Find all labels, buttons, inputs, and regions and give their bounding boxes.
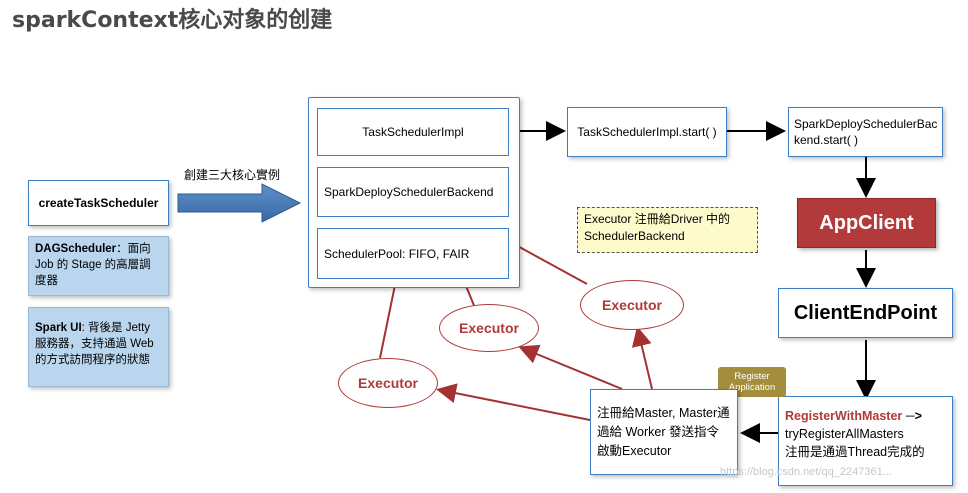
register-with-master-box: RegisterWithMaster ─> tryRegisterAllMast… [778, 396, 953, 486]
backend-label: SparkDeploySchedulerBackend [324, 185, 494, 199]
register-line3: 注冊是通過Thread完成的 [785, 445, 925, 459]
create-task-scheduler-box: createTaskScheduler [28, 180, 169, 226]
watermark: https://blog.csdn.net/qq_2247361... [720, 466, 892, 478]
page-title: sparkContext核心对象的创建 [12, 8, 333, 33]
master-label: 注冊給Master, Master通過給 Worker 發送指令啟動Execut… [597, 405, 730, 458]
spark-ui-title: Spark UI [35, 322, 82, 334]
executor-ellipse-2: Executor [439, 304, 539, 352]
dag-scheduler-title: DAGScheduler [35, 243, 117, 255]
arrow-master-to-executor2 [518, 344, 623, 390]
arrow-label: 創建三大核心實例 [184, 168, 281, 182]
task-scheduler-impl-label: TaskSchedulerImpl [362, 125, 464, 139]
executor-register-note: Executor 注冊給Driver 中的 SchedulerBackend [577, 207, 758, 253]
scheduler-pool-label: SchedulerPool: FIFO, FAIR [324, 246, 470, 261]
note-line1: Executor 注冊給Driver 中的 [584, 212, 731, 226]
register-with-master-title: RegisterWithMaster [785, 409, 903, 423]
executor-label-1: Executor [358, 375, 418, 391]
task-scheduler-impl-box: TaskSchedulerImpl [317, 108, 509, 156]
client-end-point-box: ClientEndPoint [778, 288, 953, 338]
app-client-box: AppClient [797, 198, 936, 248]
dag-scheduler-desc: ：面向 Job 的 Stage 的高層調度器 [35, 243, 151, 287]
register-line2: tryRegisterAllMasters [785, 427, 904, 441]
backend-box: SparkDeploySchedulerBackend [317, 167, 509, 217]
register-arrow-text: ─> [902, 409, 922, 423]
scheduler-pool-box: SchedulerPool: FIFO, FAIR [317, 228, 509, 279]
dag-scheduler-box: DAGScheduler：面向 Job 的 Stage 的高層調度器 [28, 236, 169, 296]
create-task-scheduler-label: createTaskScheduler [38, 196, 159, 210]
arrow-master-to-executor1 [436, 383, 591, 421]
app-client-label: AppClient [819, 211, 914, 234]
task-scheduler-start-box: TaskSchedulerImpl.start( ) [567, 107, 727, 157]
backend-start-box: SparkDeploySchedulerBac kend.start( ) [788, 107, 943, 157]
spark-ui-desc: : 背後是 Jetty 服務器，支持通過 Web 的方式訪問程序的狀態 [35, 322, 154, 366]
executor-ellipse-1: Executor [338, 358, 438, 408]
client-end-point-label: ClientEndPoint [793, 301, 938, 324]
executor-label-2: Executor [459, 320, 519, 336]
task-scheduler-start-label: TaskSchedulerImpl.start( ) [577, 125, 717, 139]
note-line2: SchedulerBackend [584, 229, 685, 243]
backend-start-line2: kend.start( ) [794, 133, 859, 147]
executor-label-3: Executor [602, 297, 662, 313]
backend-start-line1: SparkDeploySchedulerBac [794, 117, 938, 131]
spark-ui-box: Spark UI: 背後是 Jetty 服務器，支持通過 Web 的方式訪問程序… [28, 307, 169, 387]
executor-ellipse-3: Executor [580, 280, 684, 330]
master-box: 注冊給Master, Master通過給 Worker 發送指令啟動Execut… [590, 389, 738, 475]
arrow-master-to-executor3 [631, 326, 653, 390]
big-arrow [177, 183, 302, 223]
